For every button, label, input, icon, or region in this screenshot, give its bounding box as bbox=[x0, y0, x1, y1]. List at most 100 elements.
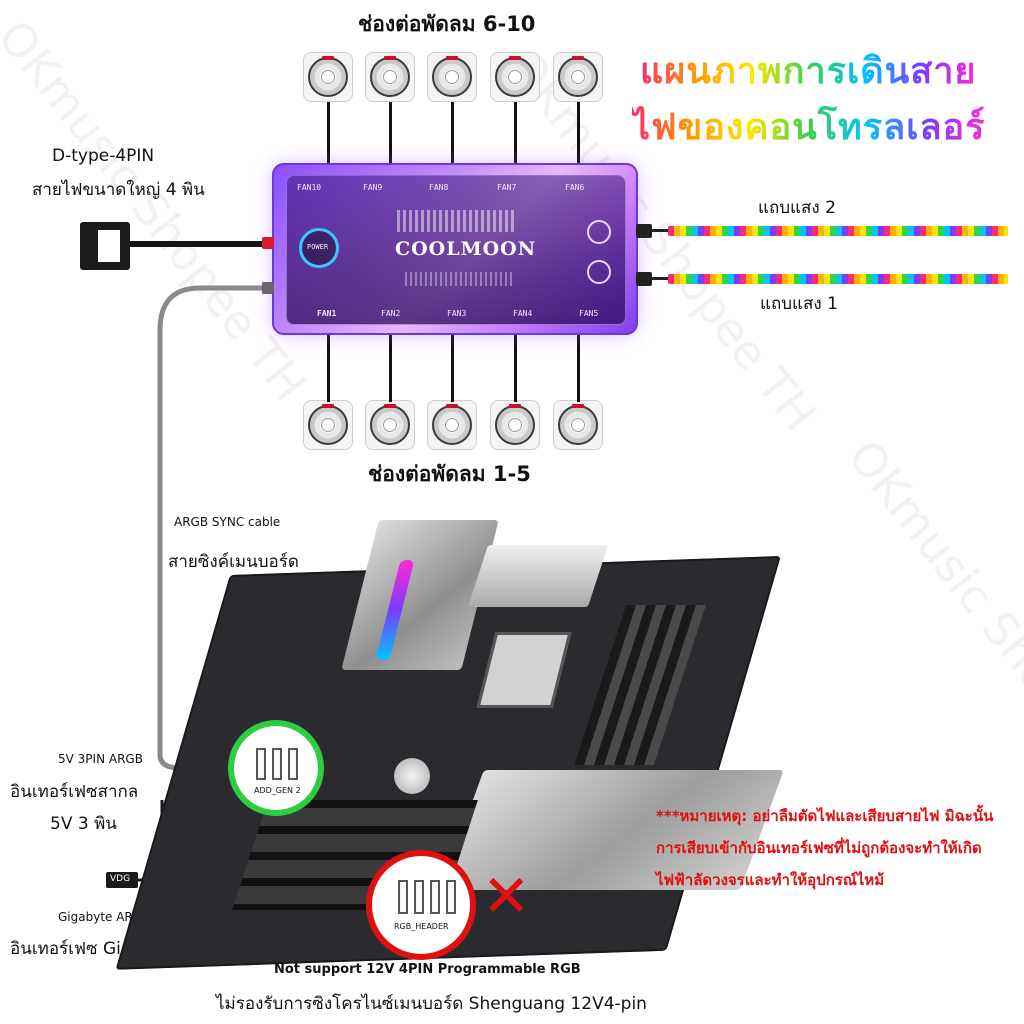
sync-plug bbox=[262, 282, 274, 294]
fan-hub bbox=[571, 418, 585, 432]
power-connector-subtitle: สายไฟขนาดใหญ่ 4 พิน bbox=[32, 180, 205, 200]
fan-port-label: FAN7 bbox=[497, 183, 517, 192]
argb-3pin-line2: 5V 3 พิน bbox=[50, 814, 117, 834]
fan-tag bbox=[384, 56, 396, 60]
fan-port-label: FAN6 bbox=[565, 183, 585, 192]
fan-hub bbox=[508, 418, 522, 432]
fan-cable bbox=[451, 334, 454, 402]
heatsink-top bbox=[467, 545, 609, 607]
fan-cable bbox=[389, 102, 392, 164]
controller-brand: COOLMOON bbox=[395, 238, 537, 260]
warning-note: ***หมายเหตุ: อย่าลืมตัดไฟและเสียบสายไฟ ม… bbox=[656, 807, 994, 889]
fan bbox=[303, 400, 353, 450]
fan-port-label: FAN2 bbox=[381, 309, 401, 318]
wave-graphic bbox=[405, 272, 515, 286]
mode-button[interactable] bbox=[587, 220, 611, 244]
fan-cable bbox=[389, 334, 392, 402]
fan-tag bbox=[509, 404, 521, 408]
vdg-plug bbox=[106, 872, 138, 888]
fan-cable bbox=[577, 334, 580, 402]
strip-cable bbox=[652, 277, 670, 280]
strip-cable bbox=[652, 229, 670, 232]
sync-cable-label: ARGB SYNC cable bbox=[174, 515, 281, 529]
fan-port-label: FAN1 bbox=[317, 309, 337, 318]
fan-cable bbox=[514, 102, 517, 164]
fan-port-label: FAN9 bbox=[363, 183, 383, 192]
fan bbox=[303, 52, 353, 102]
not-supported-x-icon: ✕ bbox=[482, 862, 531, 930]
led-strip-1-label: แถบแสง 1 bbox=[760, 294, 838, 314]
vdg-plug-label: VDG bbox=[110, 874, 131, 884]
argb-3pin-title: 5V 3PIN ARGB bbox=[58, 752, 143, 766]
fan-hub bbox=[445, 418, 459, 432]
fan-tag bbox=[572, 404, 584, 408]
rgb-controller: FAN10 FAN9 FAN8 FAN7 FAN6 FAN1 FAN2 FAN3… bbox=[272, 163, 638, 335]
strip-connector bbox=[636, 272, 652, 286]
power-label: POWER bbox=[307, 243, 329, 251]
equalizer-graphic bbox=[397, 210, 517, 232]
rgb-header-zoom: RGB_HEADER bbox=[366, 850, 476, 960]
sync-label: สายซิงค์เมนบอร์ด bbox=[168, 552, 299, 572]
speed-button[interactable] bbox=[587, 260, 611, 284]
fan-cable bbox=[577, 102, 580, 164]
fan-ring bbox=[432, 57, 472, 97]
fan-hub bbox=[445, 70, 459, 84]
fan-cable bbox=[451, 102, 454, 164]
header-pin bbox=[414, 880, 424, 914]
fan-tag bbox=[446, 56, 458, 60]
fan-cable bbox=[327, 102, 330, 164]
fan-port-label: FAN10 bbox=[297, 183, 322, 192]
header-pin bbox=[288, 748, 298, 780]
fan-hub bbox=[321, 70, 335, 84]
diagram-title-line2: ไฟของคอนโทรลเลอร์ bbox=[632, 98, 986, 155]
fan-tag bbox=[446, 404, 458, 408]
cmos-battery bbox=[394, 758, 430, 794]
rgb-header-label: RGB_HEADER bbox=[394, 922, 449, 931]
fan-port-label: FAN8 bbox=[429, 183, 449, 192]
power-button[interactable]: POWER bbox=[299, 228, 339, 268]
fan-hub bbox=[508, 70, 522, 84]
molex-connector-face bbox=[96, 228, 122, 264]
fan-hub bbox=[571, 70, 585, 84]
fan bbox=[553, 400, 603, 450]
controller-panel: FAN10 FAN9 FAN8 FAN7 FAN6 FAN1 FAN2 FAN3… bbox=[286, 175, 626, 325]
led-strip-1 bbox=[668, 274, 1008, 284]
fan-cable bbox=[514, 334, 517, 402]
fan bbox=[427, 400, 477, 450]
fan-port-label: FAN4 bbox=[513, 309, 533, 318]
fan bbox=[365, 52, 415, 102]
fan-hub bbox=[321, 418, 335, 432]
not-support-en: Not support 12V 4PIN Programmable RGB bbox=[274, 962, 581, 977]
header-pin bbox=[430, 880, 440, 914]
diagram-title-line1: แผนภาพการเดินสาย bbox=[640, 42, 977, 99]
fan-cable bbox=[327, 334, 330, 402]
strip-connector bbox=[636, 224, 652, 238]
fan-hub bbox=[383, 418, 397, 432]
header-pin bbox=[446, 880, 456, 914]
power-plug-red bbox=[262, 237, 274, 249]
led-strip-2-label: แถบแสง 2 bbox=[758, 198, 836, 218]
fan-ports-top-label: ช่องต่อพัดลม 6-10 bbox=[358, 12, 536, 36]
header-pin bbox=[398, 880, 408, 914]
fan bbox=[490, 400, 540, 450]
fan-tag bbox=[322, 404, 334, 408]
led-strip-2 bbox=[668, 226, 1008, 236]
fan-port-label: FAN3 bbox=[447, 309, 467, 318]
fan bbox=[490, 52, 540, 102]
fan-tag bbox=[572, 56, 584, 60]
fan-hub bbox=[383, 70, 397, 84]
argb-3pin-line1: อินเทอร์เฟซสากล bbox=[10, 782, 139, 802]
fan-port-label: FAN5 bbox=[579, 309, 599, 318]
fan bbox=[427, 52, 477, 102]
fan-tag bbox=[322, 56, 334, 60]
fan-tag bbox=[509, 56, 521, 60]
argb-header-label: ADD_GEN 2 bbox=[254, 786, 301, 795]
fan-tag bbox=[384, 404, 396, 408]
power-connector-title: D-type-4PIN bbox=[52, 146, 155, 166]
header-pin bbox=[256, 748, 266, 780]
not-support-th: ไม่รองรับการซิงโครไนซ์เมนบอร์ด Shenguang… bbox=[216, 994, 647, 1014]
fan-ports-bottom-label: ช่องต่อพัดลม 1-5 bbox=[368, 462, 531, 486]
fan bbox=[365, 400, 415, 450]
fan bbox=[553, 52, 603, 102]
power-cable bbox=[130, 241, 264, 247]
